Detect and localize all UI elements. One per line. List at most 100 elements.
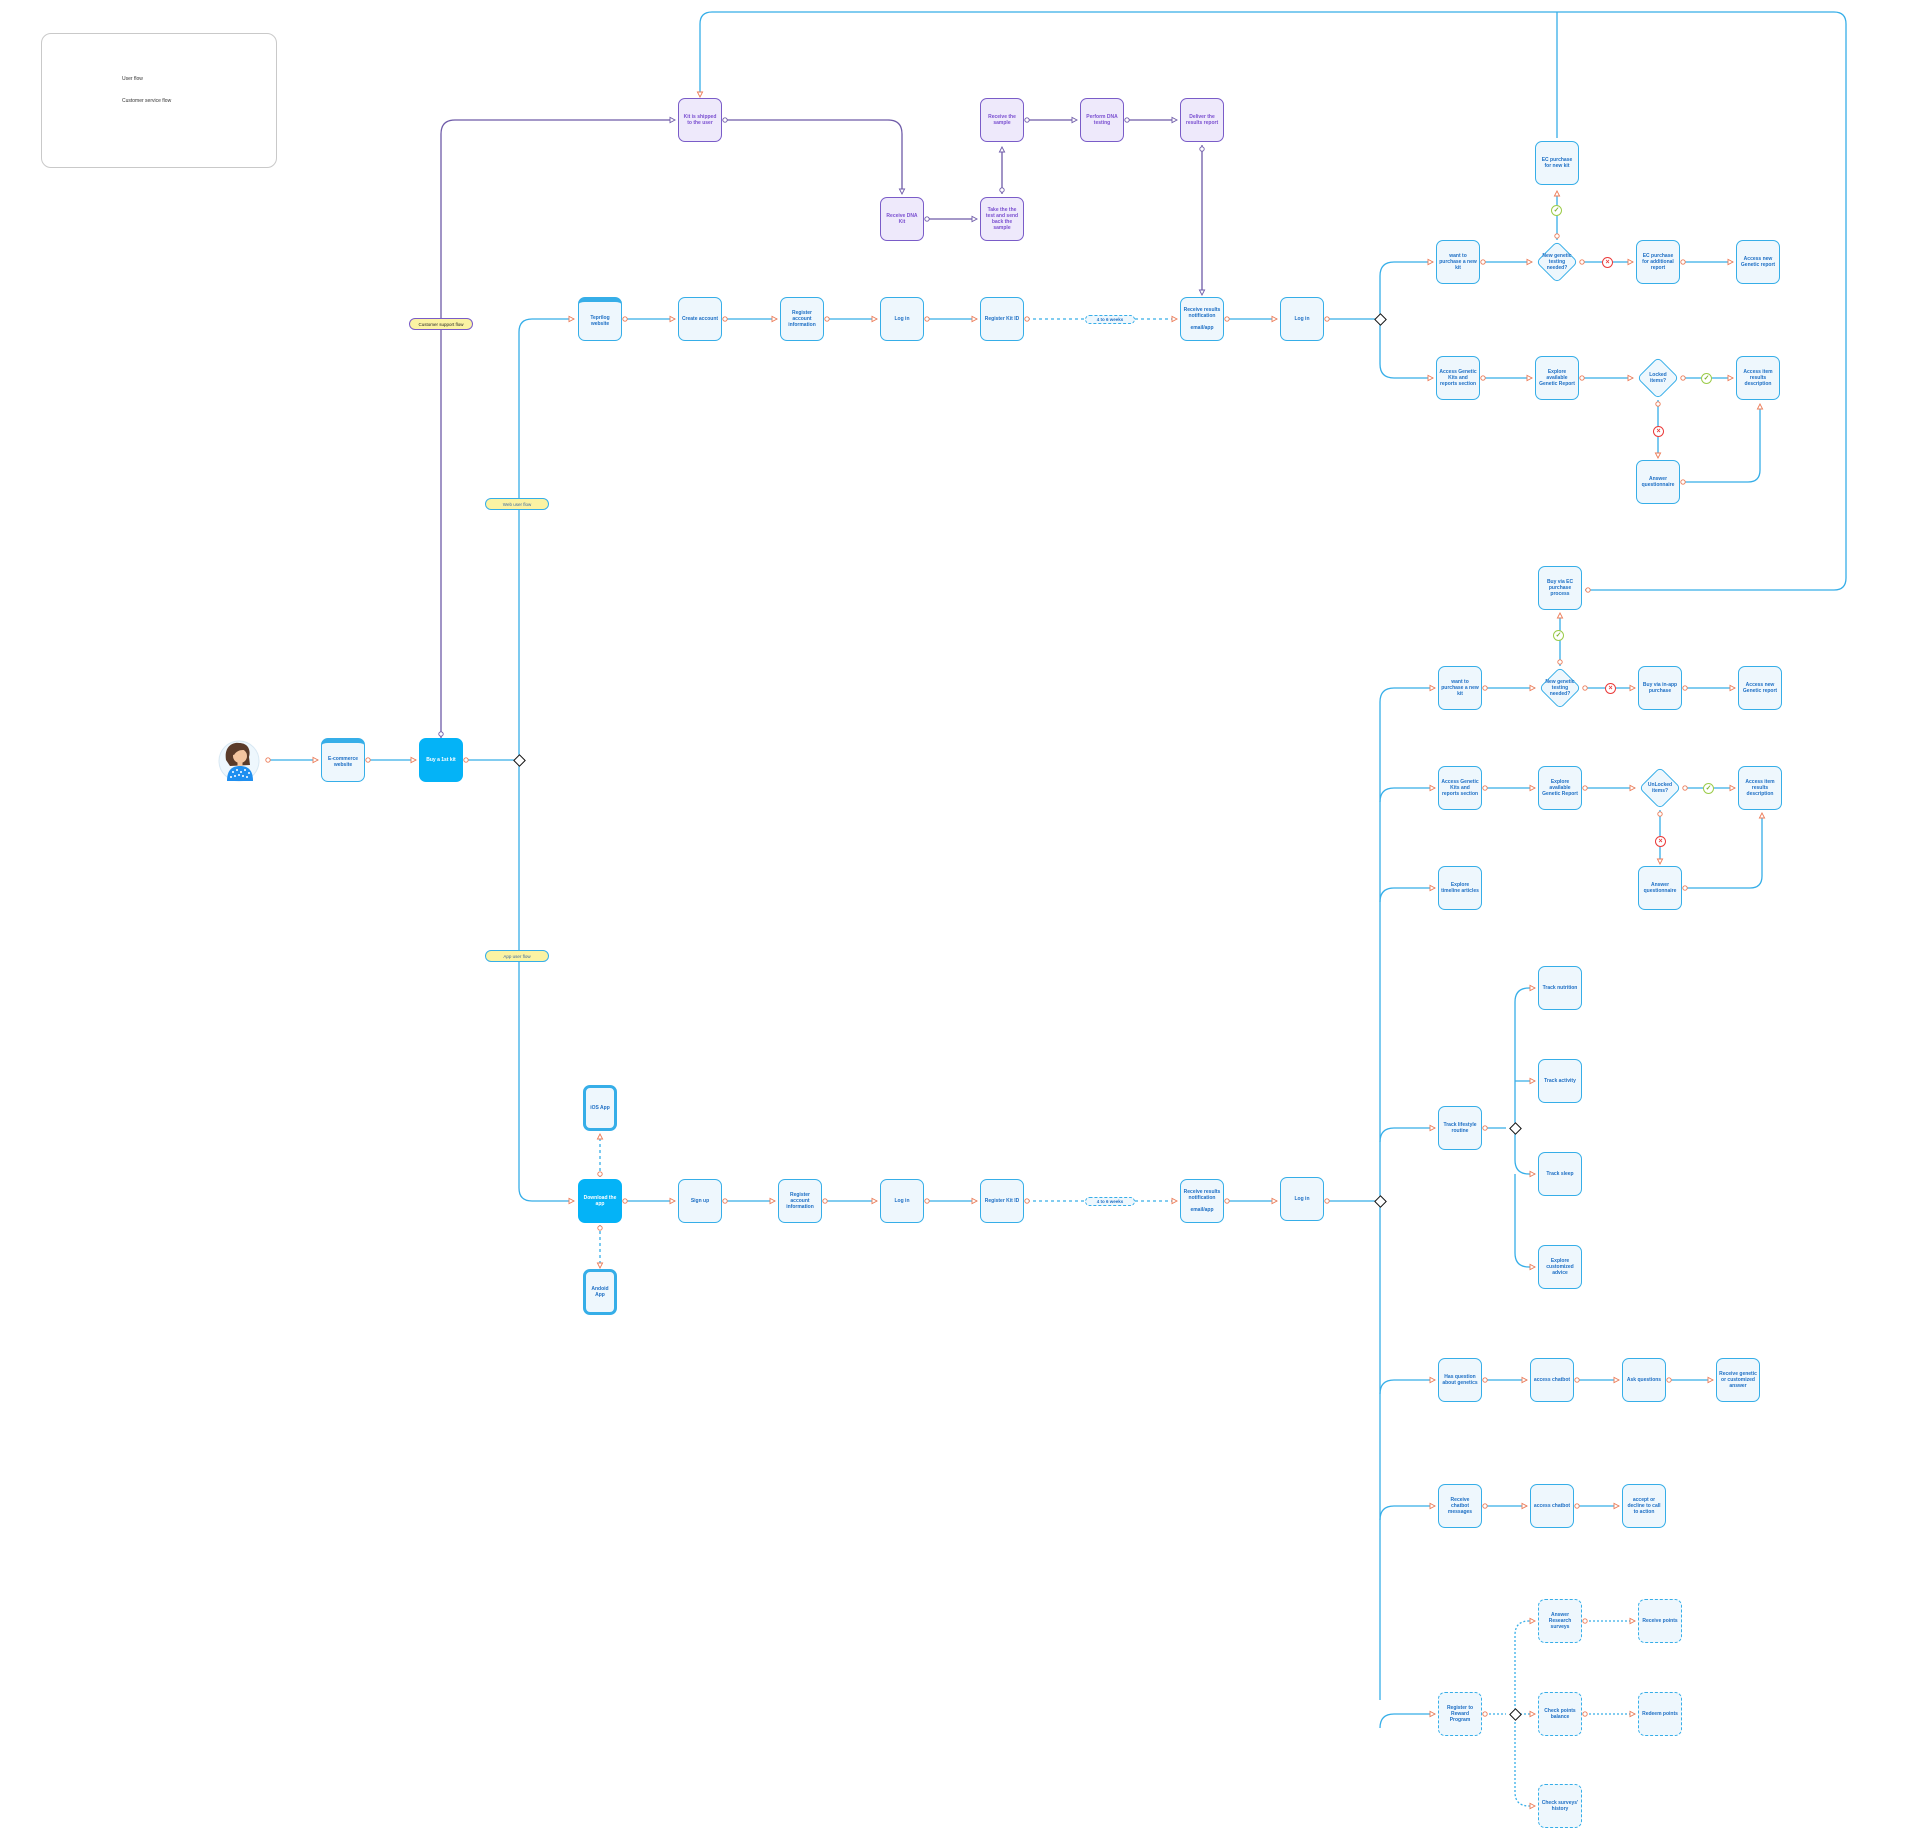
- locked-items-node: Locked items?: [1636, 356, 1680, 400]
- connector-endpoint: [1482, 1503, 1488, 1509]
- connector-endpoint: [1682, 785, 1688, 791]
- arrow-head: [1758, 812, 1766, 819]
- connector-endpoint: [1582, 785, 1588, 791]
- connector-endpoint: [1554, 233, 1560, 239]
- arrow-head: [1629, 684, 1636, 692]
- connector-endpoint: [1224, 1198, 1230, 1204]
- connector-endpoint: [1482, 1377, 1488, 1383]
- connector-endpoint: [1574, 1377, 1580, 1383]
- legend-user-flow: User flow: [42, 74, 278, 84]
- ec-additional-report-node: EC purchase for additional report: [1636, 240, 1680, 284]
- connector: [440, 119, 672, 738]
- connector-endpoint: [1482, 785, 1488, 791]
- track-sleep-node: Track sleep: [1538, 1152, 1582, 1196]
- connector-endpoint: [597, 1225, 603, 1231]
- connector-endpoint: [1480, 375, 1486, 381]
- redeem-points-node: Redeem points: [1638, 1692, 1682, 1736]
- decision-label: New genetic testing needed?: [1542, 253, 1572, 271]
- teprilog-website-node: Teprilog website: [578, 297, 622, 341]
- arrow-head: [1629, 1710, 1636, 1718]
- connector: [725, 119, 903, 190]
- connector-endpoint: [1024, 316, 1030, 322]
- arrow-head: [1556, 612, 1564, 619]
- arrow-head: [1529, 684, 1536, 692]
- connector-endpoint: [1582, 685, 1588, 691]
- arrow-head: [1727, 258, 1734, 266]
- connector-endpoint: [1582, 1711, 1588, 1717]
- connector-endpoint: [999, 187, 1005, 193]
- explore-reports-web-node: Explore available Genetic Report: [1535, 356, 1579, 400]
- arrow-head: [1521, 1376, 1528, 1384]
- arrow-head: [1654, 452, 1662, 459]
- arrow-head: [1429, 1502, 1436, 1510]
- arrow-head: [1656, 858, 1664, 865]
- answer-q-app-node: Answer questionnaire: [1638, 866, 1682, 910]
- arrow-head: [1529, 784, 1536, 792]
- arrow-head: [1727, 374, 1734, 382]
- explore-timeline-node: Explore timeline articles: [1438, 866, 1482, 910]
- download-app-node: Download the app: [578, 1179, 622, 1223]
- ask-questions-node: Ask questions: [1622, 1358, 1666, 1402]
- check-history-node: Check surveys' history: [1538, 1784, 1582, 1828]
- connector: [1683, 407, 1761, 483]
- customer-support-flow-label: Customer support flow: [409, 318, 473, 330]
- arrow-head: [1629, 1617, 1636, 1625]
- arrow-head: [669, 116, 676, 124]
- connector: [1514, 987, 1535, 1128]
- login-app-2-node: Log in: [1280, 1177, 1324, 1221]
- connector-endpoint: [265, 757, 271, 763]
- connector: [1379, 1127, 1435, 1143]
- arrow-head: [1071, 116, 1078, 124]
- connector-endpoint: [1682, 885, 1688, 891]
- arrow-head: [1553, 190, 1561, 197]
- access-chatbot-2-node: access chatbot: [1530, 1484, 1574, 1528]
- buy-kit-node: Buy a 1st kit: [419, 738, 463, 782]
- no-badge: ×: [1655, 836, 1666, 847]
- connector-endpoint: [463, 757, 469, 763]
- connector-endpoint: [1024, 117, 1030, 123]
- connector-endpoint: [722, 117, 728, 123]
- connector-endpoint: [1579, 375, 1585, 381]
- no-badge: ×: [1605, 683, 1616, 694]
- arrow-head: [1529, 1802, 1536, 1810]
- connector-endpoint: [1124, 117, 1130, 123]
- arrow-head: [1526, 374, 1533, 382]
- no-badge: ×: [1602, 257, 1613, 268]
- app-wait-label: 4 to 6 weeks: [1085, 1197, 1135, 1206]
- legend-customer-service-flow-label: Customer service flow: [122, 98, 172, 104]
- connector: [1514, 1714, 1535, 1807]
- arrow-head: [596, 1133, 604, 1140]
- arrow-head: [1529, 984, 1536, 992]
- arrow-head: [1729, 684, 1736, 692]
- ec-new-kit-node: EC purchase for new kit: [1535, 141, 1579, 185]
- arrow-head: [1271, 1197, 1278, 1205]
- connector-endpoint: [1666, 1377, 1672, 1383]
- arrow-head: [1429, 784, 1436, 792]
- connector-endpoint: [1682, 685, 1688, 691]
- connector-endpoint: [924, 1198, 930, 1204]
- arrow-head: [1529, 1170, 1536, 1178]
- new-testing-web-node: New genetic testing needed?: [1535, 240, 1579, 284]
- connector-endpoint: [438, 731, 444, 737]
- no-badge: ×: [1653, 426, 1664, 437]
- connector: [1379, 787, 1435, 803]
- buy-via-ec-node: Buy via EC purchase process: [1538, 566, 1582, 610]
- track-lifestyle-node: Track lifestyle routine: [1438, 1106, 1482, 1150]
- arrow-head: [971, 1197, 978, 1205]
- arrow-head: [410, 756, 417, 764]
- connector-endpoint: [1680, 375, 1686, 381]
- connector: [1379, 1379, 1435, 1395]
- receive-points-node: Receive points: [1638, 1599, 1682, 1643]
- receive-chatbot-node: Receive chatbot messages: [1438, 1484, 1482, 1528]
- arrow-head: [696, 91, 704, 98]
- web-user-flow-label: Web user flow: [485, 498, 549, 510]
- arrow-head: [1627, 374, 1634, 382]
- arrow-head: [568, 1197, 575, 1205]
- answer-q-web-node: Answer questionnaire: [1636, 460, 1680, 504]
- receive-answer-node: Receive genetic or customized answer: [1716, 1358, 1760, 1402]
- arrow-head: [1629, 784, 1636, 792]
- connector-endpoint: [1585, 587, 1591, 593]
- arrow-head: [1427, 258, 1434, 266]
- track-nutrition-node: Track nutrition: [1538, 966, 1582, 1010]
